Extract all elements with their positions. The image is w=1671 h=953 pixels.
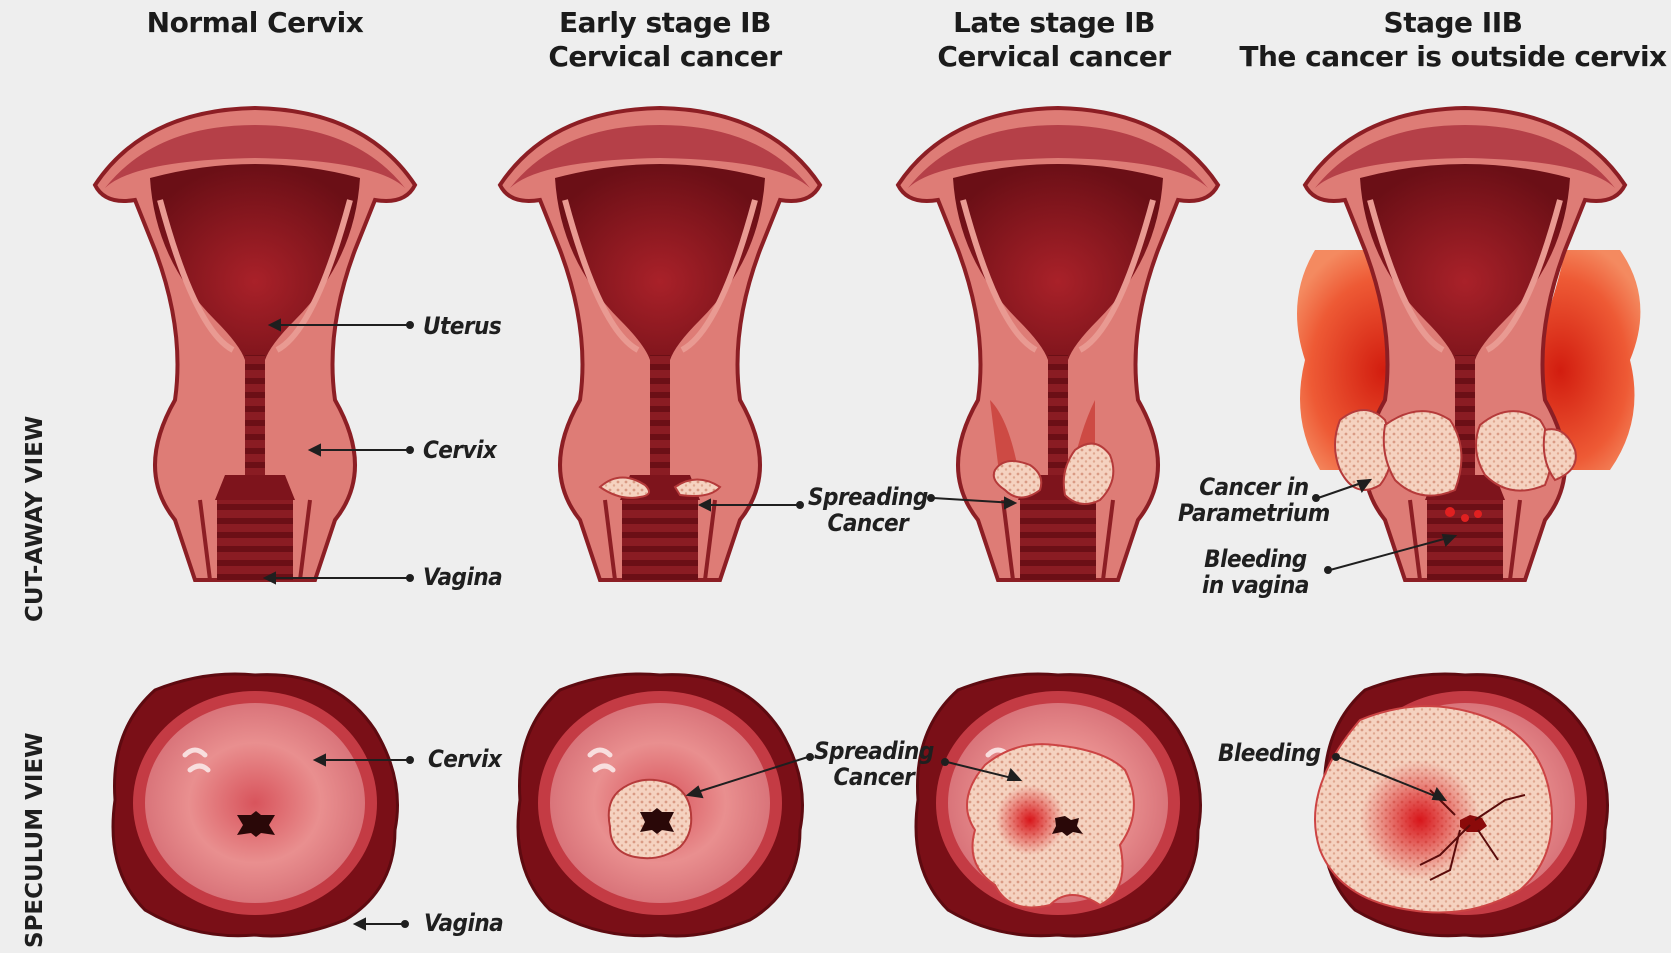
label-vagina: Vagina [423, 564, 502, 590]
label-speculum-vagina: Vagina [424, 910, 503, 936]
label-spreading-cancer-cutaway: Spreading Cancer [808, 484, 928, 536]
uterus-late-ib [898, 108, 1218, 580]
title-early-stage-ib: Early stage IB Cervical cancer [455, 6, 875, 74]
label-speculum-cervix: Cervix [428, 746, 501, 772]
uterus-stage-iib [1297, 108, 1640, 580]
label-speculum-spreading-cancer: Spreading Cancer [814, 738, 934, 790]
leader-lines [265, 320, 1455, 929]
speculum-cancer-late [967, 744, 1134, 907]
label-cervix: Cervix [423, 437, 496, 463]
uterus-early-ib [500, 108, 820, 580]
label-cancer-in-parametrium: Cancer in Parametrium [1178, 474, 1330, 526]
speculum-cancer-early [609, 780, 692, 858]
uterus-normal [95, 108, 415, 580]
label-bleeding-in-vagina: Bleeding in vagina [1202, 546, 1309, 598]
speculum-cancer-iib [1315, 706, 1552, 912]
label-speculum-bleeding: Bleeding [1218, 740, 1321, 766]
speculum-normal [113, 674, 398, 936]
row-label-cutaway: CUT-AWAY VIEW [22, 416, 48, 622]
title-normal-cervix: Normal Cervix [45, 6, 465, 40]
row-label-speculum: SPECULUM VIEW [22, 732, 48, 948]
title-late-stage-ib: Late stage IB Cervical cancer [844, 6, 1264, 74]
title-stage-iib: Stage IIB The cancer is outside cervix [1238, 6, 1668, 74]
label-uterus: Uterus [423, 313, 501, 339]
